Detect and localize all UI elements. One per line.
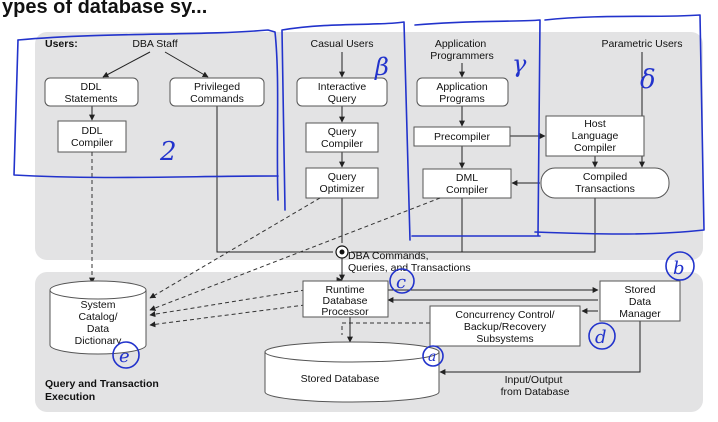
box-line: Commands	[190, 93, 244, 105]
box-line: Compiler	[574, 142, 617, 154]
box-line: DDL	[80, 81, 101, 93]
page-title: ypes of database sy...	[2, 0, 207, 18]
box-line: Language	[572, 130, 619, 142]
stored-database-cylinder: Stored Database	[264, 341, 440, 403]
handwritten-annotations: β γ δ 2 e a b c d	[13, 14, 705, 369]
box-line: Data	[87, 323, 109, 335]
annotation-beta: β	[374, 53, 389, 81]
annotation-delta: δ	[640, 65, 656, 95]
box-line: Database	[323, 295, 368, 307]
box-line: DML	[456, 172, 478, 184]
box-line: Dictionary	[75, 335, 122, 347]
box-line: Stored	[625, 284, 656, 296]
box-line: Subsystems	[476, 333, 533, 345]
app-programmers-line: Application	[435, 38, 487, 50]
app-programmers-line: Programmers	[430, 50, 494, 62]
dba-staff-label: DBA Staff	[132, 38, 177, 50]
annotation-d: d	[595, 327, 607, 348]
casual-users-label: Casual Users	[310, 38, 373, 50]
box-line: Compiler	[321, 138, 364, 150]
box-line: Precompiler	[434, 131, 491, 143]
app-programmers-label: Application Programmers	[430, 38, 494, 62]
dba-commands-line: Queries, and Transactions	[348, 262, 471, 274]
box-line: Privileged	[194, 81, 240, 93]
annotation-b: b	[673, 258, 685, 279]
svg-text:Stored Database: Stored Database	[301, 373, 380, 385]
box-line: Processor	[321, 306, 369, 318]
annotation-two: 2	[159, 137, 177, 167]
box-line: Stored Database	[301, 373, 380, 385]
annotation-c: c	[396, 272, 406, 293]
precompiler-box: Precompiler	[413, 126, 511, 147]
box-line: Query	[328, 126, 357, 138]
io-label-line: Input/Output	[505, 374, 563, 386]
box-line: Application	[436, 81, 488, 93]
box-line: Manager	[619, 308, 661, 320]
box-line: Data	[629, 296, 651, 308]
box-line: Programs	[439, 93, 485, 105]
box-line: Query	[328, 171, 357, 183]
box-line: Interactive	[318, 81, 367, 93]
annotation-e: e	[119, 346, 130, 367]
box-line: Host	[584, 118, 606, 130]
box-line: Compiled	[583, 171, 628, 183]
box-line: Backup/Recovery	[464, 321, 547, 333]
section-label-line: Query and Transaction	[45, 378, 159, 390]
section-label: Query and Transaction Execution	[45, 378, 162, 403]
annotation-a: a	[428, 349, 436, 365]
box-line: Transactions	[575, 183, 635, 195]
box-line: Runtime	[325, 284, 364, 296]
box-line: Statements	[64, 93, 117, 105]
box-line: DDL	[81, 125, 102, 137]
io-label-line: from Database	[501, 386, 570, 398]
box-line: Compiler	[446, 184, 489, 196]
box-line: Query	[328, 93, 357, 105]
section-label-line: Execution	[45, 391, 95, 403]
box-line: Concurrency Control/	[455, 309, 554, 321]
annotation-gamma: γ	[512, 50, 527, 78]
svg-text:Concurrency Control/Backup/Rec: Concurrency Control/Backup/RecoverySubsy…	[455, 309, 554, 345]
box-line: Catalog/	[78, 311, 117, 323]
box-line: System	[80, 299, 115, 311]
dba-commands-line: DBA Commands,	[348, 250, 429, 262]
io-label: Input/Output from Database	[501, 374, 570, 398]
box-line: Compiler	[71, 137, 114, 149]
parametric-users-label: Parametric Users	[601, 38, 682, 50]
box-line: Optimizer	[320, 183, 365, 195]
users-label: Users:	[45, 38, 78, 50]
dba-commands-label: DBA Commands, Queries, and Transactions	[348, 250, 471, 274]
svg-text:Precompiler: Precompiler	[434, 131, 491, 143]
